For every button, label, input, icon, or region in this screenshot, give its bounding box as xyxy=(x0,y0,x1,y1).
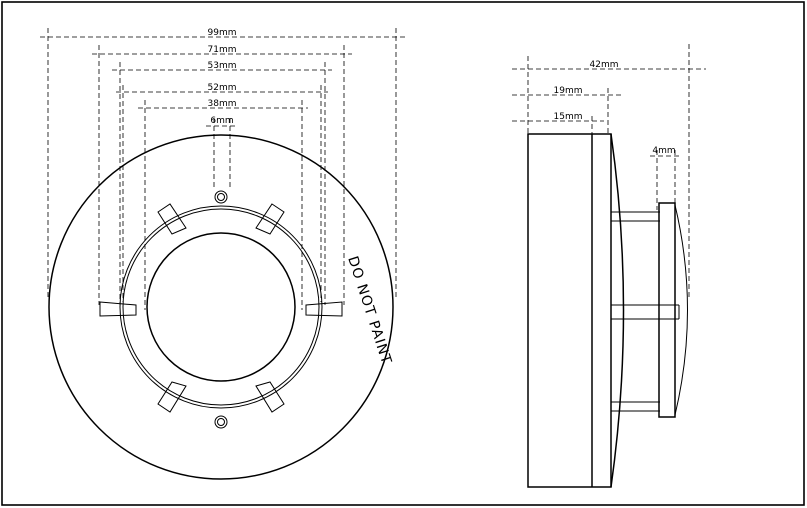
side-view: 42mm 19mm 15mm 4mm xyxy=(512,44,706,488)
front-view: 99mm 71mm 53mm 52mm 38mm 6mm DO NOT PAIN… xyxy=(40,28,406,480)
latch-tab xyxy=(255,203,285,235)
dim-label-53: 53mm xyxy=(208,61,237,71)
side-head-curve xyxy=(674,204,688,416)
latch-tab xyxy=(157,381,187,413)
screw-hole-bottom-inner xyxy=(217,418,225,426)
dim-label-71: 71mm xyxy=(208,45,237,55)
outer-body-circle xyxy=(48,134,394,480)
dim-label-38: 38mm xyxy=(208,99,237,109)
dim-label-6: 6mm xyxy=(210,116,233,126)
side-head xyxy=(658,202,676,418)
side-posts xyxy=(611,211,680,412)
center-opening-circle xyxy=(146,232,296,382)
latch-tab xyxy=(305,301,343,317)
dim-label-42: 42mm xyxy=(590,60,619,70)
do-not-paint-label: DO NOT PAINT xyxy=(344,254,394,366)
screw-hole-top-inner xyxy=(217,193,225,201)
front-extension-lines xyxy=(47,28,397,310)
mounting-ring-inner xyxy=(122,208,320,406)
front-dimension-lines xyxy=(40,36,406,127)
dim-label-99: 99mm xyxy=(208,28,237,38)
side-body xyxy=(527,133,612,488)
side-extension-lines xyxy=(527,44,690,300)
dim-label-15: 15mm xyxy=(554,112,583,122)
side-dimension-lines xyxy=(512,68,706,157)
screw-hole-top xyxy=(214,190,228,204)
mounting-ring-outer xyxy=(119,205,323,409)
dim-label-52: 52mm xyxy=(208,83,237,93)
latch-tabs xyxy=(99,203,343,413)
dim-label-4: 4mm xyxy=(652,146,675,156)
latch-tab xyxy=(157,203,187,235)
side-dome-curve xyxy=(610,133,625,488)
latch-tab xyxy=(255,381,285,413)
screw-hole-bottom xyxy=(214,415,228,429)
dim-label-19: 19mm xyxy=(554,86,583,96)
latch-tab xyxy=(99,301,137,317)
